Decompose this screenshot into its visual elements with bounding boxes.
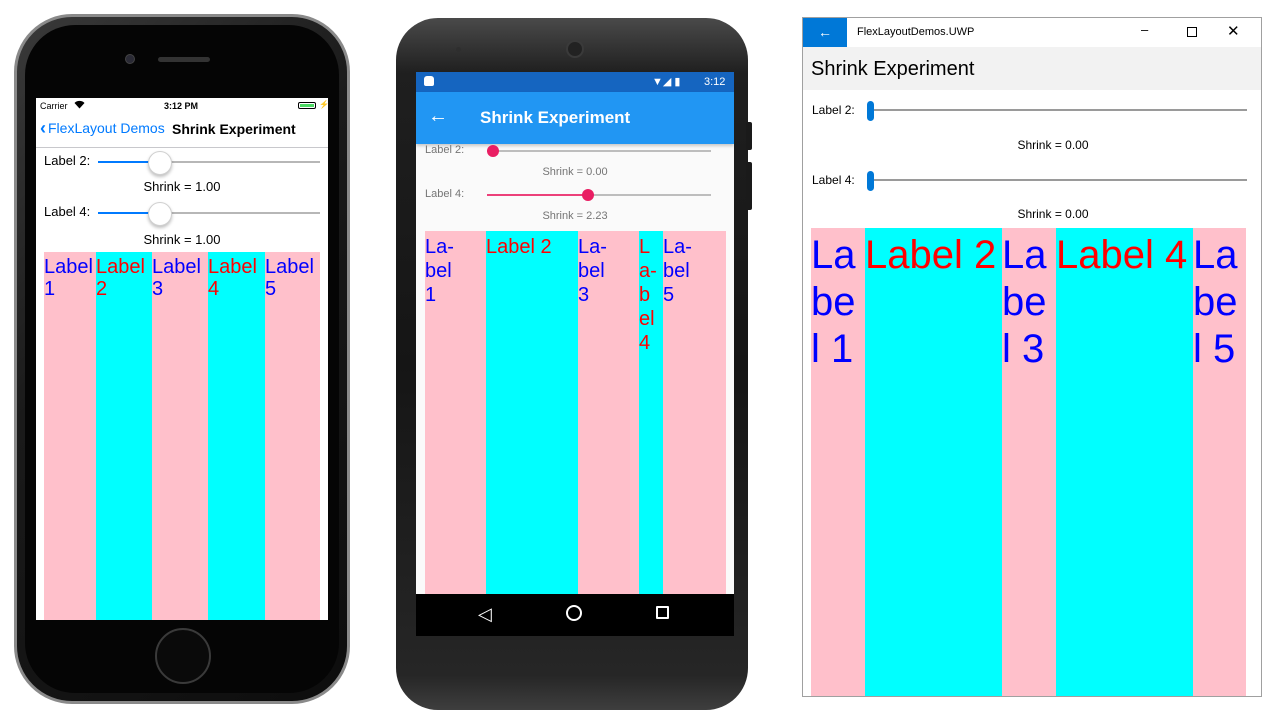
back-button-label: FlexLayout Demos — [48, 120, 165, 136]
label-3: La- bel 3 — [578, 231, 639, 594]
slider-thumb[interactable] — [147, 202, 172, 226]
status-time: 3:12 PM — [164, 101, 199, 111]
label-2-slider-row: Label 2: — [44, 151, 328, 175]
app-title: FlexLayoutDemos.UWP — [857, 26, 975, 38]
label-2-shrink-slider[interactable] — [98, 151, 320, 175]
slider-label: Label 2: — [812, 103, 855, 117]
label-1: La- bel 1 — [425, 231, 486, 594]
slider-thumb[interactable] — [867, 101, 874, 121]
label-2: Label 2 — [865, 228, 1002, 696]
label-4-shrink-slider[interactable] — [487, 189, 711, 201]
page-title: Shrink Experiment — [811, 58, 975, 80]
volume-button — [746, 162, 752, 210]
slider-label: Label 2: — [425, 144, 465, 156]
label-4: Label 4 — [1056, 228, 1193, 696]
label-4-shrink-value: Shrink = 2.23 — [542, 210, 608, 222]
page-title: Shrink Experiment — [172, 121, 296, 137]
battery-icon — [298, 102, 316, 109]
slider-label: Label 4: — [425, 188, 465, 200]
label-3: La be l 3 — [1002, 228, 1056, 696]
status-time: 3:12 — [704, 76, 726, 88]
page-title: Shrink Experiment — [480, 108, 631, 127]
carrier-text: Carrier — [40, 101, 68, 111]
android-navigation-bar: ◁ — [416, 594, 734, 636]
label-1: La be l 1 — [811, 228, 865, 696]
flex-layout: Label 1 Label 2 Label 3 Label 4 Label 5 — [44, 252, 320, 620]
label-4-slider-row: Label 4: — [803, 169, 1261, 191]
ios-screen: Carrier 3:12 PM ⚡ ‹ FlexLayout Demos Shr… — [36, 98, 328, 620]
notification-icon — [424, 76, 434, 86]
label-2-shrink-slider[interactable] — [487, 145, 711, 157]
flex-layout: La be l 1 Label 2 La be l 3 Label 4 La b… — [811, 228, 1246, 696]
sensor-dot — [456, 47, 461, 52]
label-4: Label 4 — [208, 252, 265, 620]
arrow-left-icon[interactable]: ← — [803, 18, 847, 47]
home-button[interactable] — [155, 628, 211, 684]
earpiece-speaker — [158, 57, 210, 62]
label-4-shrink-value: Shrink = 1.00 — [143, 232, 221, 247]
slider-thumb[interactable] — [487, 145, 499, 157]
label-4-shrink-slider[interactable] — [867, 171, 1247, 191]
android-screen: ▼◢ ▮ 3:12 ← Shrink Experiment Label 2: S… — [416, 72, 734, 636]
slider-label: Label 4: — [812, 173, 855, 187]
label-2-slider-row: Label 2: — [803, 99, 1261, 121]
label-3: Label 3 — [152, 252, 208, 620]
slider-label: Label 4: — [44, 204, 91, 219]
label-5: La- bel 5 — [663, 231, 726, 594]
slider-thumb[interactable] — [147, 151, 172, 175]
label-4-shrink-slider[interactable] — [98, 202, 320, 226]
page-header: Shrink Experiment — [803, 47, 1261, 90]
back-button[interactable]: ‹ FlexLayout Demos — [40, 118, 165, 138]
slider-thumb[interactable] — [581, 189, 594, 201]
android-status-bar: ▼◢ ▮ 3:12 — [416, 72, 734, 92]
android-toolbar: ← Shrink Experiment — [416, 92, 734, 144]
label-4: L a- b el 4 — [639, 231, 663, 594]
wifi-icon — [74, 100, 85, 111]
label-2-shrink-value: Shrink = 1.00 — [143, 179, 221, 194]
close-button[interactable]: ✕ — [1227, 23, 1240, 40]
label-5: Label 5 — [265, 252, 320, 620]
maximize-button[interactable] — [1187, 27, 1197, 37]
label-4-slider-row: Label 4: — [44, 202, 328, 226]
label-1: Label 1 — [44, 252, 96, 620]
signal-battery-icons: ▼◢ ▮ — [652, 76, 681, 88]
uwp-title-bar: ← FlexLayoutDemos.UWP – ✕ — [803, 18, 1261, 47]
slider-label: Label 2: — [44, 153, 91, 168]
label-2: Label 2 — [96, 252, 152, 620]
slider-fill — [487, 194, 587, 196]
arrow-left-icon[interactable]: ← — [428, 105, 448, 127]
front-camera-icon — [566, 40, 584, 58]
label-2-slider-row: Label 2: — [416, 142, 734, 160]
label-4-slider-row: Label 4: — [416, 186, 734, 204]
circle-home-icon[interactable] — [566, 605, 582, 621]
charging-bolt-icon: ⚡ — [319, 100, 328, 109]
minimize-button[interactable]: – — [1141, 22, 1149, 37]
label-4-shrink-value: Shrink = 0.00 — [1017, 207, 1089, 221]
label-5: La be l 5 — [1193, 228, 1246, 696]
uwp-window: ← FlexLayoutDemos.UWP – ✕ Shrink Experim… — [802, 17, 1262, 697]
ios-status-bar: Carrier 3:12 PM ⚡ — [36, 98, 328, 114]
slider-thumb[interactable] — [867, 171, 874, 191]
power-button — [746, 122, 752, 150]
chevron-left-icon: ‹ — [40, 118, 46, 138]
slider-fill — [98, 212, 154, 214]
flex-layout: La- bel 1 Label 2 La- bel 3 L a- b el 4 … — [425, 231, 726, 594]
square-recents-icon[interactable] — [656, 606, 669, 619]
label-2: Label 2 — [486, 231, 578, 594]
label-2-shrink-value: Shrink = 0.00 — [542, 166, 608, 178]
label-2-shrink-value: Shrink = 0.00 — [1017, 138, 1089, 152]
front-camera-icon — [125, 54, 135, 64]
label-2-shrink-slider[interactable] — [867, 101, 1247, 121]
ios-navigation-bar: ‹ FlexLayout Demos Shrink Experiment — [36, 114, 328, 148]
slider-fill — [98, 161, 154, 163]
triangle-back-icon[interactable]: ◁ — [478, 604, 492, 624]
